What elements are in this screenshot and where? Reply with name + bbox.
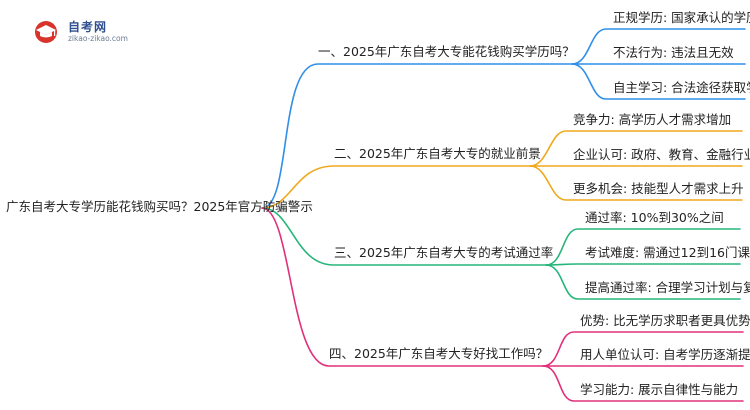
branch-4-leaf-3-connector	[542, 365, 744, 402]
branch-2-label[interactable]: 二、2025年广东自考大专的就业前景	[334, 146, 541, 161]
site-logo[interactable]: 自考网 zikao-zikao.com	[32, 18, 152, 48]
branch-2-leaf-1-connector	[529, 130, 743, 167]
logo-url: zikao-zikao.com	[68, 34, 128, 43]
branch-2-leaf-3[interactable]: 更多机会: 技能型人才需求上升	[573, 181, 744, 196]
branch-2-leaf-1[interactable]: 竞争力: 高学历人才需求增加	[573, 112, 732, 127]
branch-3-leaf-3-connector	[545, 264, 741, 300]
branch-1-leaf-1-connector	[571, 28, 746, 65]
branch-3-label[interactable]: 三、2025年广东自考大专的考试通过率	[334, 245, 554, 260]
logo-title: 自考网	[68, 20, 108, 34]
branch-1-leaf-3[interactable]: 自主学习: 合法途径获取学历	[613, 80, 750, 95]
root-topic[interactable]: 广东自考大专学历能花钱购买吗？2025年官方防骗警示	[6, 199, 313, 214]
branch-4-leaf-1-connector	[542, 331, 744, 367]
branch-4-label[interactable]: 四、2025年广东自考大专好找工作吗？	[329, 346, 549, 361]
branch-2-connector	[261, 165, 531, 209]
graduation-cap-icon	[35, 21, 57, 43]
branch-3-leaf-1-connector	[545, 228, 741, 266]
branch-4-leaf-2[interactable]: 用人单位认可: 自考学历逐渐提高	[580, 347, 750, 362]
branch-4-leaf-3[interactable]: 学习能力: 展示自律性与能力	[580, 382, 739, 397]
branch-2-leaf-2[interactable]: 企业认可: 政府、教育、金融行业	[573, 147, 750, 162]
branch-1-leaf-3-connector	[571, 63, 746, 100]
branch-2-leaf-3-connector	[529, 165, 743, 201]
branch-4-leaf-1[interactable]: 优势: 比无学历求职者更具优势	[580, 313, 750, 328]
branch-1-leaf-1[interactable]: 正规学历: 国家承认的学历	[613, 10, 750, 25]
branch-3-leaf-2[interactable]: 考试难度: 需通过12到16门课程	[585, 245, 750, 260]
branch-1-connector	[261, 63, 573, 209]
branch-3-leaf-1[interactable]: 通过率: 10%到30%之间	[585, 210, 724, 225]
branch-1-label[interactable]: 一、2025年广东自考大专能花钱购买学历吗？	[318, 44, 575, 59]
branch-1-leaf-2[interactable]: 不法行为: 违法且无效	[613, 45, 734, 60]
branch-3-connector	[261, 207, 547, 266]
branch-4-connector	[261, 207, 544, 367]
branch-3-leaf-2-connector	[545, 263, 741, 266]
branch-3-leaf-3[interactable]: 提高通过率: 合理学习计划与复习	[585, 280, 750, 295]
